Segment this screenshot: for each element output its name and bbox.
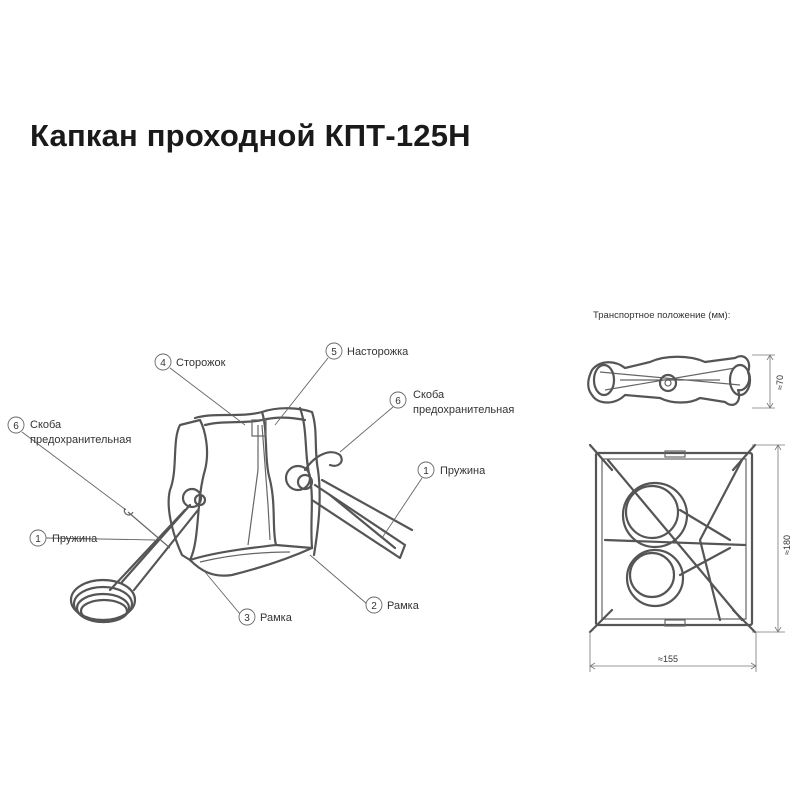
callout-5-nastorozhka: 5 Насторожка [274, 342, 409, 426]
safety-clip-left [123, 507, 171, 549]
dim-width: ≈155 [658, 654, 678, 664]
hinge-left [181, 487, 203, 509]
spring-right-arm-3 [328, 493, 397, 550]
dim-side: ≈180 [782, 535, 792, 555]
spring-left-arm-3 [108, 508, 187, 592]
callout-number: 6 [13, 421, 19, 432]
callout-1-pruzhina-left: 1 Пружина [29, 529, 156, 547]
callout-number: 4 [160, 358, 166, 369]
spring-coil-left [69, 578, 137, 624]
transport-caption: Транспортное положение (мм): [593, 310, 730, 321]
callout-label: Рамка [260, 612, 293, 624]
transport-side-view: ≈70 [587, 354, 785, 409]
spring-left-arm-2 [132, 508, 200, 592]
callout-number: 6 [395, 396, 401, 407]
trap-drawing [69, 406, 414, 624]
callout-label: Скоба [30, 419, 62, 431]
callout-number: 1 [423, 466, 429, 477]
frame-bottom [188, 543, 314, 577]
frame-top-inner [203, 416, 307, 427]
callout-number: 3 [244, 613, 250, 624]
hinge-right-inner [296, 473, 314, 491]
callout-4-storozhok: 4 Сторожок [154, 353, 246, 426]
frame-right [260, 410, 278, 547]
callout-label: Скоба [413, 389, 445, 401]
callout-2-ramka: 2 Рамка [309, 554, 420, 614]
callout-1-pruzhina-right: 1 Пружина [381, 461, 486, 539]
transport-top-view: ≈180 ≈155 [588, 443, 792, 672]
trigger-rod [247, 424, 271, 546]
callout-number: 2 [371, 601, 377, 612]
callout-label: Пружина [52, 533, 98, 545]
callout-label: Сторожок [176, 357, 226, 369]
frame-top [193, 407, 321, 557]
callout-3-ramka: 3 Рамка [204, 571, 293, 626]
hinge-left-inner [193, 493, 207, 507]
callout-label-2: предохранительная [30, 434, 131, 446]
dim-height: ≈70 [775, 375, 785, 390]
safety-hook-right [303, 451, 343, 472]
trigger-block [251, 419, 267, 437]
callout-label: Пружина [440, 465, 486, 477]
callout-6-skoba-right: 6 Скоба предохранительная [339, 389, 514, 453]
callout-label: Рамка [387, 600, 420, 612]
page-title: Капкан проходной КПТ-125Н [30, 118, 471, 153]
callout-label: Насторожка [347, 346, 409, 358]
spring-right-arm-1 [310, 483, 407, 560]
callout-number: 1 [35, 534, 41, 545]
frame-bottom-inner [199, 551, 291, 563]
spring-right-arm-2 [320, 478, 414, 532]
callout-label-2: предохранительная [413, 404, 514, 416]
callout-number: 5 [331, 347, 337, 358]
callout-6-skoba-left: 6 Скоба предохранительная [7, 416, 131, 511]
